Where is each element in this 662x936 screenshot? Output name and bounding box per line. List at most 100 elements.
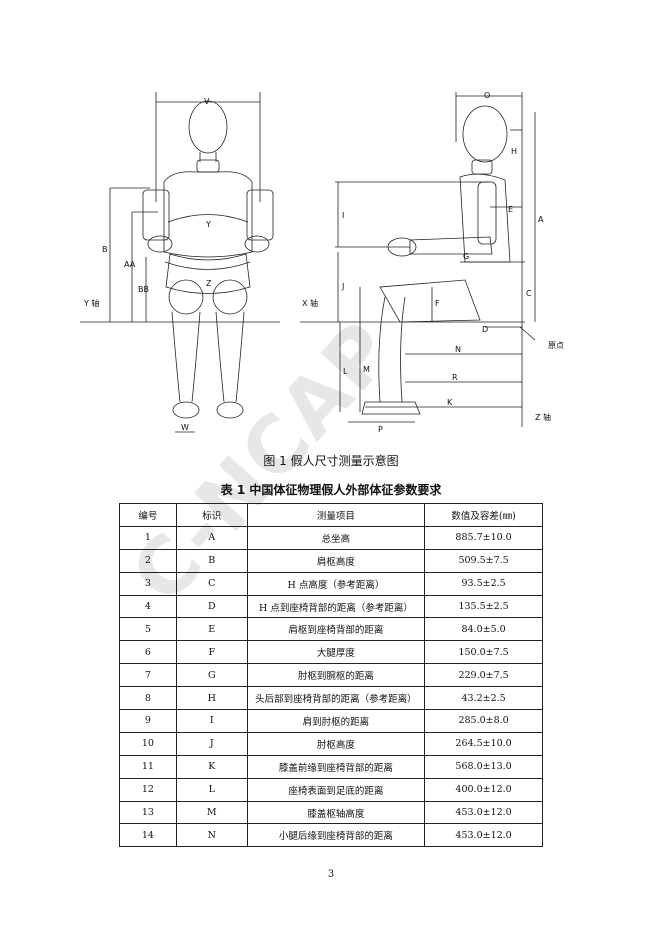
label-l: L: [343, 367, 348, 376]
header-item: 测量项目: [246, 503, 426, 527]
cell-value: 93.5±2.5: [424, 571, 543, 596]
label-v: V: [204, 97, 210, 106]
label-aa: AA: [124, 260, 136, 269]
cell-no: 5: [119, 617, 177, 642]
cell-value: 43.2±2.5: [424, 686, 543, 711]
label-c: C: [526, 289, 532, 298]
label-o: O: [484, 91, 490, 100]
dummy-measurement-figure: V Y Z B AA BB W Y 轴: [80, 82, 590, 437]
cell-item: H 点高度（参考距离）: [246, 571, 426, 596]
cell-no: 3: [119, 571, 177, 596]
label-j: J: [341, 282, 344, 291]
table-header-row: 编号 标识 测量项目 数值及容差(㎜): [119, 503, 543, 527]
label-f: F: [435, 299, 440, 308]
cell-no: 4: [119, 594, 177, 619]
cell-no: 11: [119, 754, 177, 779]
cell-value: 84.0±5.0: [424, 617, 543, 642]
cell-item: 座椅表面到足底的距离: [246, 777, 426, 802]
label-e: E: [508, 205, 513, 214]
cell-mark: E: [175, 617, 248, 642]
cell-no: 7: [119, 663, 177, 688]
cell-value: 453.0±12.0: [424, 800, 543, 825]
label-z: Z: [206, 279, 212, 288]
label-origin: 原点: [548, 341, 564, 350]
cell-mark: L: [175, 777, 248, 802]
side-dimensions: [300, 92, 536, 427]
cell-value: 135.5±2.5: [424, 594, 543, 619]
label-p: P: [378, 425, 383, 434]
cell-item: 肩枢到座椅背部的距离: [246, 617, 426, 642]
header-mark: 标识: [175, 503, 248, 527]
cell-item: H 点到座椅背部的距离（参考距离）: [246, 594, 426, 619]
cell-value: 229.0±7.5: [424, 663, 543, 688]
table-title: 表 1 中国体征物理假人外部体征参数要求: [220, 483, 442, 497]
cell-mark: N: [175, 823, 248, 848]
cell-no: 12: [119, 777, 177, 802]
cell-mark: M: [175, 800, 248, 825]
label-y: Y: [205, 220, 211, 229]
cell-no: 2: [119, 548, 177, 573]
cell-mark: D: [175, 594, 248, 619]
figure-caption: 图 1 假人尺寸测量示意图: [263, 454, 399, 468]
label-z-axis: Z 轴: [535, 412, 551, 422]
label-g: G: [463, 252, 469, 261]
cell-item: 小腿后缘到座椅背部的距离: [246, 823, 426, 848]
header-no: 编号: [119, 503, 177, 527]
cell-mark: G: [175, 663, 248, 688]
cell-value: 400.0±12.0: [424, 777, 543, 802]
cell-value: 568.0±13.0: [424, 754, 543, 779]
front-view-dummy: [142, 100, 274, 419]
cell-value: 285.0±8.0: [424, 709, 543, 733]
cell-value: 453.0±12.0: [424, 823, 543, 848]
cell-no: 1: [119, 525, 177, 550]
cell-no: 6: [119, 640, 177, 665]
cell-mark: J: [175, 731, 248, 756]
cell-mark: K: [175, 754, 248, 779]
page-number: 3: [327, 869, 335, 880]
cell-mark: C: [175, 571, 248, 596]
cell-no: 8: [119, 686, 177, 711]
cell-value: 264.5±10.0: [424, 731, 543, 756]
label-n: N: [455, 345, 461, 354]
label-b: B: [102, 245, 108, 254]
label-a: A: [538, 215, 544, 224]
front-dimensions: [80, 92, 280, 433]
side-view-dummy: [361, 105, 525, 415]
cell-mark: A: [175, 525, 248, 550]
cell-item: 肩到肘枢的距离: [246, 709, 426, 733]
label-w: W: [181, 423, 189, 432]
cell-mark: F: [175, 640, 248, 665]
cell-value: 885.7±10.0: [424, 525, 543, 550]
label-m: M: [363, 365, 370, 374]
cell-item: 肩枢高度: [246, 548, 426, 573]
label-y-axis: Y 轴: [83, 298, 99, 308]
label-bb: BB: [138, 285, 149, 294]
label-r: R: [452, 373, 458, 382]
cell-value: 150.0±7.5: [424, 640, 543, 665]
cell-item: 总坐高: [246, 525, 426, 550]
cell-no: 14: [119, 823, 177, 848]
cell-mark: I: [175, 709, 248, 733]
cell-no: 10: [119, 731, 177, 756]
cell-value: 509.5±7.5: [424, 548, 543, 573]
cell-item: 大腿厚度: [246, 640, 426, 665]
label-i: I: [342, 211, 344, 220]
cell-item: 头后部到座椅背部的距离（参考距离）: [246, 686, 426, 711]
cell-mark: B: [175, 548, 248, 573]
